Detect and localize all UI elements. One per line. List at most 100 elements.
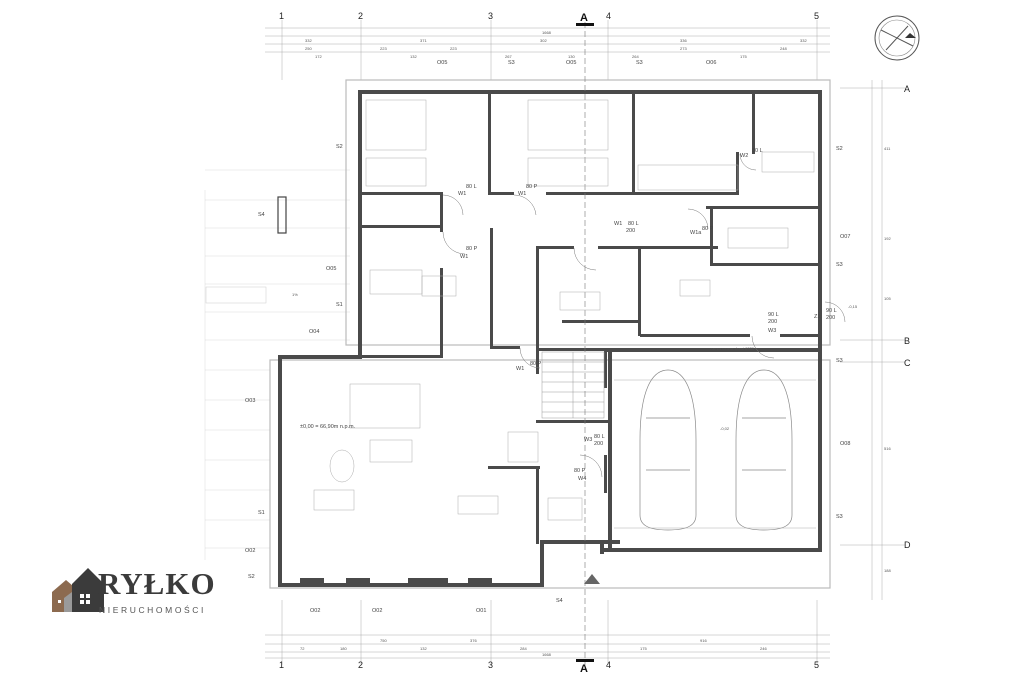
exterior-walls [278, 90, 822, 587]
door-label: W2 [740, 153, 748, 159]
dim-right-2: 105 [884, 296, 891, 301]
window-left-3: O03 [245, 398, 255, 404]
grid-bottom-1: 1 [279, 660, 284, 670]
grid-bottom-2: 2 [358, 660, 363, 670]
window-top-2: O05 [566, 60, 576, 66]
window-left-2: O04 [309, 329, 319, 335]
window-top-3: O06 [706, 60, 716, 66]
door-label: W1 [516, 366, 524, 372]
grid-bottom-3: 3 [488, 660, 493, 670]
door-size: 80 P [574, 468, 586, 474]
dim-top-r3-0: 172 [315, 54, 322, 59]
door-size: 80 L [628, 221, 639, 227]
dim-right-3: 516 [884, 446, 891, 451]
car-right [735, 369, 793, 531]
door-size: 90 L [768, 312, 779, 318]
grid-bottom-5: 5 [814, 660, 819, 670]
wall-tag: S3 [836, 262, 843, 268]
grid-right-a: A [904, 84, 910, 94]
car-left [639, 369, 697, 531]
door-size: 80 P [466, 246, 478, 252]
dim-right-1: 192 [884, 236, 891, 241]
dim-right-0: 411 [884, 146, 891, 151]
grid-top-5: 5 [814, 11, 819, 21]
dim-top-r3-3: 130 [568, 54, 575, 59]
terrace-box [205, 286, 267, 304]
dim-bottom-r1-1: 376 [470, 638, 477, 643]
wall-tag: S4 [258, 212, 265, 218]
door-arcs [442, 153, 846, 478]
wall-tag: S2 [336, 144, 343, 150]
furniture [313, 99, 815, 521]
door-label: W1 [614, 221, 622, 227]
dim-top-r2-0: 250 [305, 46, 312, 51]
dim-bottom-r2-2: 132 [420, 646, 427, 651]
dim-top-r1-1: 371 [420, 38, 427, 43]
section-arrow-top [576, 23, 594, 26]
bottom-window-4 [468, 578, 492, 584]
window-labels: O05 O05 O06 O05 O04 O03 O02 O07 O08 O02 … [245, 60, 850, 614]
building-outline-lower [269, 359, 831, 589]
dim-top-r3-5: 175 [740, 54, 747, 59]
logo-sub: NIERUCHOMOŚCI [99, 605, 206, 615]
terrain-lines [204, 169, 350, 560]
wall-tag: S3 [636, 60, 643, 66]
top-dimension-lines [265, 20, 830, 80]
wall-tag: S4 [556, 598, 563, 604]
grid-right-b: B [904, 336, 910, 346]
grid-top-1: 1 [279, 11, 284, 21]
garage-label: zamocowane drzwi 6330 [710, 346, 755, 351]
dim-bottom-r2-5: 246 [760, 646, 767, 651]
level-label-2: -0,15 [848, 304, 858, 309]
dim-bottom-r2-3: 284 [520, 646, 527, 651]
dim-top-r1-2: 302 [540, 38, 547, 43]
building-outline [345, 79, 831, 346]
wall-tag: S3 [836, 514, 843, 520]
window-bottom-1: O02 [310, 608, 320, 614]
door-size: 90 L [826, 308, 837, 314]
bottom-window-2 [346, 578, 370, 584]
bottom-window-1 [300, 578, 324, 584]
dim-bottom-r1-0: 750 [380, 638, 387, 643]
wall-tag: S2 [248, 574, 255, 580]
door-h: 200 [826, 315, 835, 321]
column-s4 [277, 196, 287, 234]
dim-top-total: 1668 [542, 30, 552, 35]
window-right-1: O07 [840, 234, 850, 240]
dim-top-r2-2: 223 [450, 46, 457, 51]
bottom-window-3 [408, 578, 448, 584]
door-size: 80 P [702, 226, 714, 232]
grid-right-c: C [904, 358, 911, 368]
door-label: W4 [578, 476, 586, 482]
grid-bottom-4: 4 [606, 660, 611, 670]
dim-top-r2-3: 273 [680, 46, 687, 51]
door-label: W1a [690, 230, 702, 236]
door-label: W3 [768, 328, 776, 334]
grid-right-d: D [904, 540, 911, 550]
grid-top-3: 3 [488, 11, 493, 21]
dim-bottom-r2-0: 72 [300, 646, 305, 651]
dim-top-r1-4: 332 [800, 38, 807, 43]
door-label: W1 [458, 191, 466, 197]
dim-top-r2-1: 223 [380, 46, 387, 51]
stairs [541, 351, 605, 419]
wall-tag: S1 [258, 510, 265, 516]
window-bottom-2: O02 [372, 608, 382, 614]
door-label: W3 [584, 437, 592, 443]
interior-walls [362, 94, 822, 548]
door-size: 80 L [752, 148, 763, 154]
wall-tag: S1 [336, 302, 343, 308]
door-size: 80 L [466, 184, 477, 190]
dim-top-r3-1: 132 [410, 54, 417, 59]
right-dimension-lines [840, 80, 905, 600]
door-h: 200 [626, 228, 635, 234]
logo-brand: RYŁKO [98, 566, 216, 601]
window-bottom-3: O01 [476, 608, 486, 614]
window-right-2: O08 [840, 441, 850, 447]
wall-tag: S3 [508, 60, 515, 66]
door-label: W1 [518, 191, 526, 197]
door-labels: W1 80 L W1 80 P W1 80 P W1 80 L 200 W1a … [458, 148, 837, 482]
window-top-1: O05 [437, 60, 447, 66]
door-size: 80 P [530, 361, 542, 367]
